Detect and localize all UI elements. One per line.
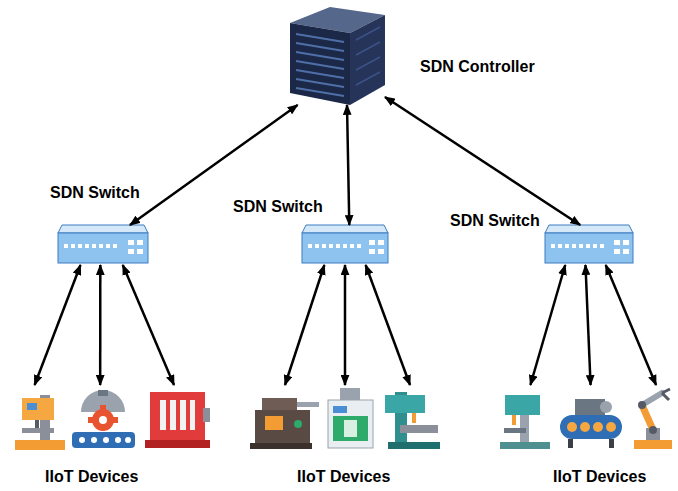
connector-arrow bbox=[285, 265, 324, 385]
connector-arrow bbox=[347, 105, 349, 225]
server-icon bbox=[290, 7, 385, 105]
switch-node: SDN Switch bbox=[545, 225, 633, 265]
drill-machine-icon bbox=[15, 395, 65, 450]
connector-arrow bbox=[366, 265, 410, 385]
connector-arrow bbox=[585, 265, 590, 385]
device-group: IIoT Devices bbox=[495, 385, 672, 485]
switch-node: SDN Switch bbox=[58, 225, 148, 265]
connector-arrow bbox=[385, 97, 580, 225]
switch-node: SDN Switch bbox=[302, 225, 388, 265]
node-label: SDN Switch bbox=[50, 183, 140, 202]
cnc-machine-icon bbox=[328, 388, 373, 448]
switch-icon bbox=[58, 225, 148, 263]
node-label: IIoT Devices bbox=[45, 467, 138, 486]
node-label: IIoT Devices bbox=[553, 467, 646, 486]
connector-arrow bbox=[344, 265, 347, 385]
connector-arrow bbox=[530, 265, 565, 385]
node-label: SDN Switch bbox=[233, 197, 323, 216]
connector-arrow bbox=[123, 265, 174, 385]
connector-arrow bbox=[606, 265, 656, 385]
lathe-icon bbox=[250, 398, 319, 449]
controller-node: SDN Controller bbox=[290, 5, 385, 105]
device-group: IIoT Devices bbox=[10, 385, 215, 485]
switch-icon bbox=[545, 225, 633, 263]
robot-gear-icon bbox=[72, 390, 135, 448]
node-label: IIoT Devices bbox=[297, 467, 390, 486]
node-label: SDN Switch bbox=[450, 211, 540, 230]
node-label: SDN Controller bbox=[420, 57, 535, 76]
conveyor-icon bbox=[560, 399, 622, 448]
connector-arrow bbox=[35, 265, 81, 385]
switch-icon bbox=[302, 225, 388, 263]
milling-machine-icon bbox=[385, 392, 440, 449]
connector-arrow bbox=[99, 265, 102, 385]
robot-arm-icon bbox=[634, 389, 672, 449]
press-machine-icon bbox=[145, 392, 210, 448]
device-group: IIoT Devices bbox=[245, 385, 445, 485]
drill-press-icon bbox=[500, 395, 550, 449]
